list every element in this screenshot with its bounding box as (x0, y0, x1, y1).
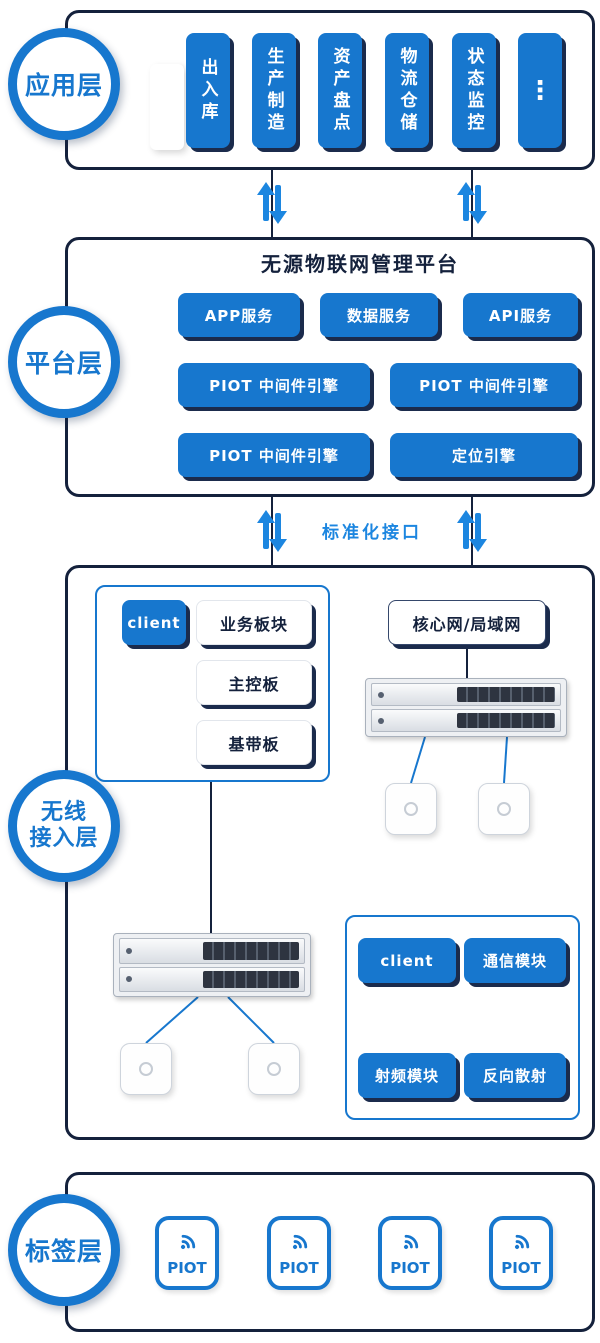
tag-layer-badge: 标签层 (8, 1194, 120, 1306)
tag-label: PIOT (390, 1258, 430, 1277)
blank-card (150, 64, 184, 150)
business-board-box: 业务板块 (196, 600, 312, 645)
wifi-icon (279, 1223, 319, 1263)
client-button: client (358, 938, 456, 983)
app-item-more: ⋮ (518, 33, 562, 148)
switch-unit (371, 683, 561, 706)
positioning-engine: 定位引擎 (390, 433, 578, 477)
tag-label: PIOT (167, 1258, 207, 1277)
core-network-box: 核心网/局域网 (388, 600, 546, 645)
app-item-outbound: 出入库 (186, 33, 230, 148)
piot-tag: PIOT (378, 1216, 442, 1290)
terminal-module-group-box (345, 915, 580, 1120)
piot-tag: PIOT (489, 1216, 553, 1290)
sync-arrows-icon (455, 509, 489, 553)
app-item-label: 状态监控 (463, 46, 484, 135)
service-api-button: API服务 (463, 293, 578, 337)
piot-middleware-engine: PIOT 中间件引擎 (178, 363, 370, 407)
base-station-group-box (95, 585, 330, 782)
app-item-label: 物流仓储 (396, 46, 417, 135)
sync-arrows-icon (255, 509, 289, 553)
comm-module-button: 通信模块 (464, 938, 566, 983)
backscatter-button: 反向散射 (464, 1053, 566, 1098)
network-switch (365, 678, 567, 737)
piot-tag: PIOT (155, 1216, 219, 1290)
access-point-device (248, 1043, 300, 1095)
service-app-button: APP服务 (178, 293, 300, 337)
tag-label: PIOT (279, 1258, 319, 1277)
app-item-label: 生产制造 (263, 46, 284, 135)
piot-tag: PIOT (267, 1216, 331, 1290)
sync-arrows-icon (255, 181, 289, 225)
ellipsis-icon: ⋮ (527, 75, 553, 106)
access-layer-badge: 无线 接入层 (8, 770, 120, 882)
tag-layer-badge-label: 标签层 (24, 1237, 103, 1266)
app-item-label: 资产盘点 (329, 46, 350, 135)
switch-unit (119, 938, 305, 964)
rf-module-button: 射频模块 (358, 1053, 456, 1098)
app-layer-badge: 应用层 (8, 28, 120, 140)
app-item-status-monitor: 状态监控 (452, 33, 496, 148)
app-item-logistics: 物流仓储 (385, 33, 429, 148)
access-point-device (385, 783, 437, 835)
tag-label: PIOT (501, 1258, 541, 1277)
switch-unit (371, 709, 561, 732)
sync-arrows-icon (455, 181, 489, 225)
app-layer-badge-label: 应用层 (24, 71, 103, 100)
piot-middleware-engine: PIOT 中间件引擎 (178, 433, 370, 477)
standard-interface-label: 标准化接口 (322, 523, 422, 543)
piot-middleware-engine: PIOT 中间件引擎 (390, 363, 578, 407)
wifi-icon (501, 1223, 541, 1263)
wifi-icon (167, 1223, 207, 1263)
access-point-device (478, 783, 530, 835)
baseband-board-box: 基带板 (196, 720, 312, 765)
platform-title: 无源物联网管理平台 (261, 252, 459, 276)
app-item-manufacturing: 生产制造 (252, 33, 296, 148)
main-control-board-box: 主控板 (196, 660, 312, 705)
platform-layer-badge-label: 平台层 (24, 349, 103, 378)
wifi-icon (390, 1223, 430, 1263)
service-data-button: 数据服务 (320, 293, 438, 337)
network-switch (113, 933, 311, 997)
app-item-label: 出入库 (197, 57, 218, 124)
client-button: client (122, 600, 186, 645)
app-item-asset-inventory: 资产盘点 (318, 33, 362, 148)
platform-layer-badge: 平台层 (8, 306, 120, 418)
access-layer-badge-line1: 无线 (40, 799, 87, 825)
switch-unit (119, 966, 305, 992)
access-point-device (120, 1043, 172, 1095)
access-layer-badge-line2: 接入层 (29, 826, 99, 851)
